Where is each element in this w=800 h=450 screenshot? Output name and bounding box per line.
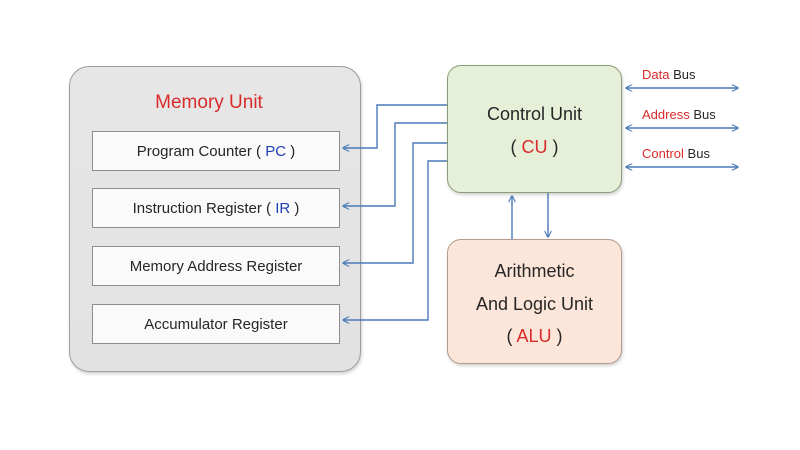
register-abbr: IR [275, 199, 291, 217]
bus-type: Address [642, 107, 690, 122]
register-program-counter: Program Counter ( PC ) [92, 131, 340, 171]
bus-type: Control [642, 146, 684, 161]
paren-close: ) [551, 326, 563, 346]
register-name: Memory Address Register [129, 257, 303, 275]
register-paren-close: ) [286, 142, 296, 160]
register-name: Instruction Register [132, 199, 262, 217]
register-paren-open: ( [261, 199, 276, 217]
alu-line-1: Arithmetic [494, 261, 575, 281]
register-memory-address-register: Memory Address Register [92, 246, 340, 286]
alu-box: Arithmetic And Logic Unit ( ALU ) [447, 239, 622, 364]
control-unit-name: Control Unit [486, 104, 583, 124]
control-unit-abbr-line: ( CU ) [448, 137, 621, 158]
register-name: Program Counter [136, 142, 252, 160]
register-accumulator-register: Accumulator Register [92, 304, 340, 344]
register-paren-open: ( [251, 142, 266, 160]
register-abbr: PC [265, 142, 287, 160]
paren-open: ( [510, 137, 522, 157]
alu-abbr: ALU [516, 326, 552, 346]
wire-cu-to-ir [343, 122, 447, 206]
register-instruction-register: Instruction Register ( IR ) [92, 188, 340, 228]
bus-word: Bus [673, 67, 696, 82]
alu-line-2: And Logic Unit [475, 294, 594, 314]
register-name: Accumulator Register [144, 315, 288, 333]
bus-word: Bus [687, 146, 710, 161]
memory-unit-box: Memory Unit Program Counter ( PC ) Instr… [69, 66, 361, 372]
control-unit-abbr: CU [521, 137, 548, 157]
data-bus-label: Data Bus [642, 67, 696, 82]
address-bus-label: Address Bus [642, 107, 716, 122]
paren-open: ( [506, 326, 517, 346]
register-paren-close: ) [290, 199, 300, 217]
wire-cu-to-acc [343, 160, 447, 320]
alu-abbr-line: ( ALU ) [448, 326, 621, 347]
control-unit-box: Control Unit ( CU ) [447, 65, 622, 193]
control-bus-label: Control Bus [642, 146, 710, 161]
bus-type: Data [642, 67, 670, 82]
paren-close: ) [547, 137, 559, 157]
memory-unit-title: Memory Unit [155, 92, 263, 113]
bus-word: Bus [693, 107, 716, 122]
wire-cu-to-pc [343, 104, 447, 148]
wire-cu-to-mar [343, 142, 447, 263]
